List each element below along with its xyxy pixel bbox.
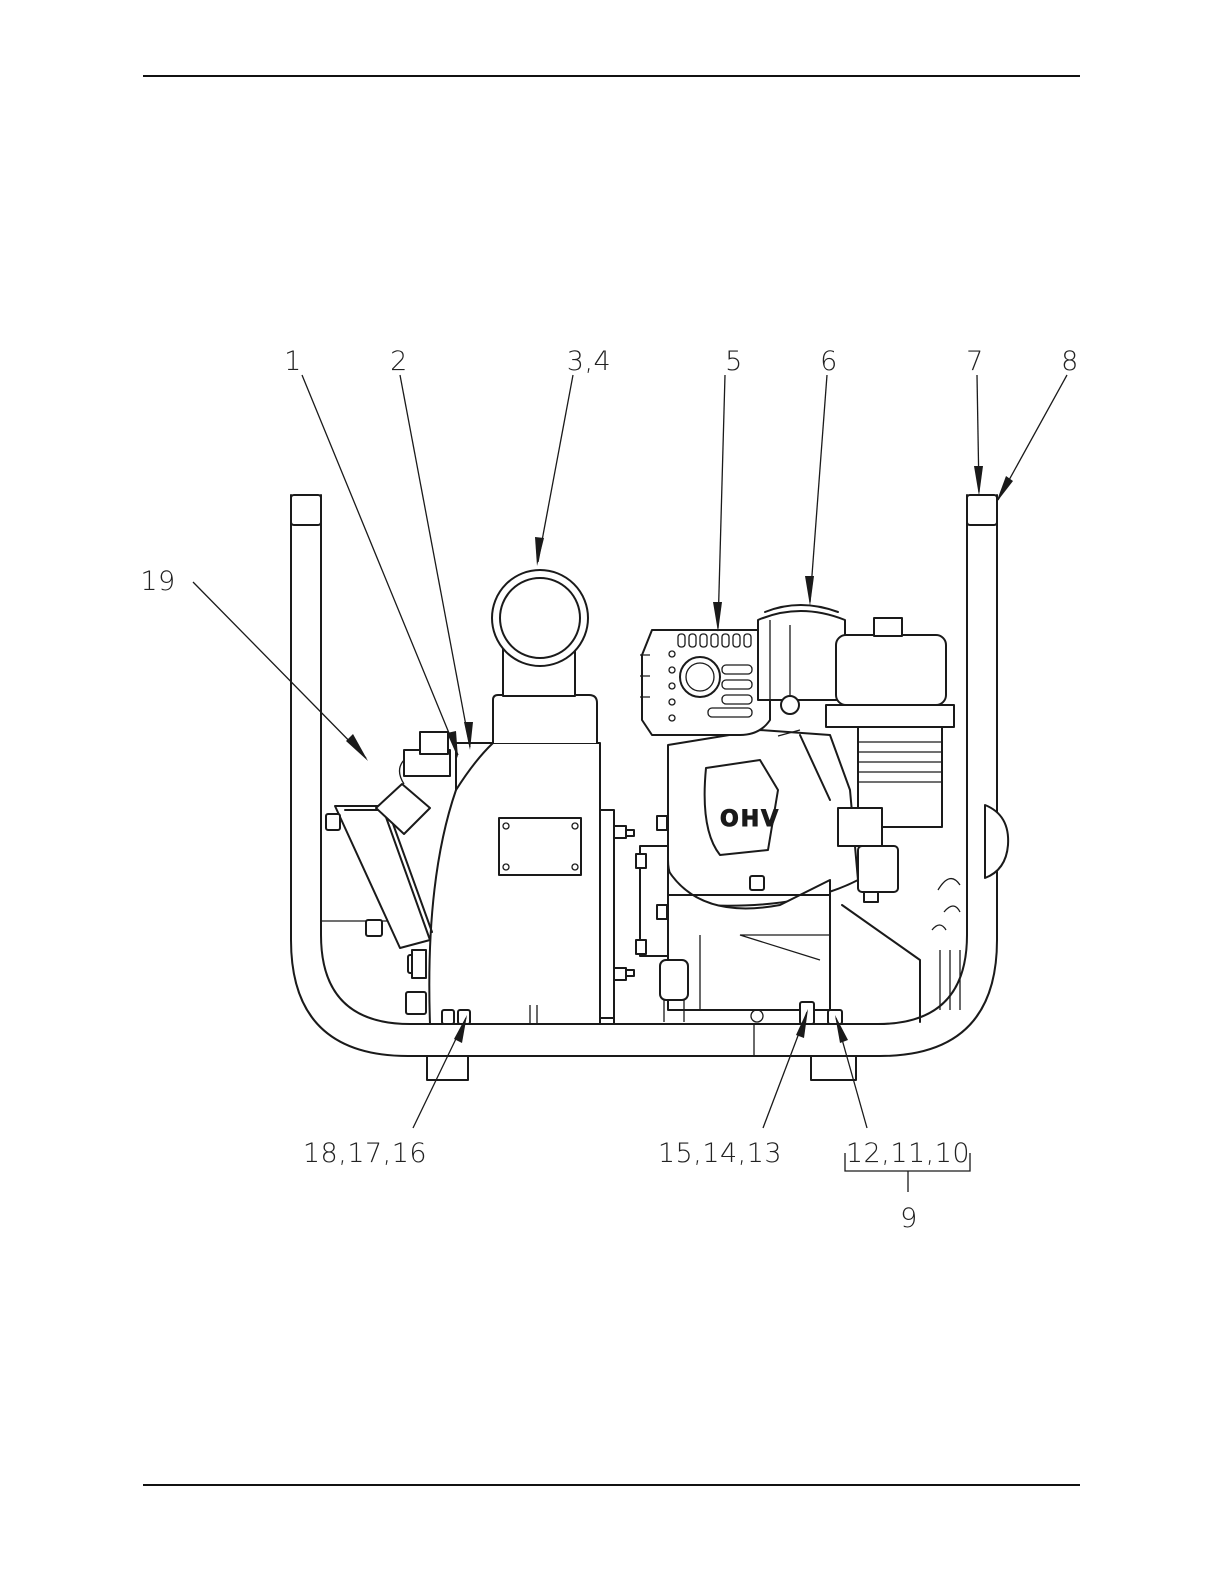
- frame-feet: [427, 1056, 856, 1080]
- callout-3-4: 3,4: [567, 346, 611, 377]
- callout-5: 5: [725, 346, 743, 377]
- callout-12-11-10: 12,11,10: [846, 1138, 970, 1169]
- callout-19: 19: [140, 566, 175, 597]
- air-cleaner: [758, 605, 845, 700]
- callout-1: 1: [284, 346, 302, 377]
- callout-18-17-16: 18,17,16: [303, 1138, 427, 1169]
- callout-2: 2: [390, 346, 408, 377]
- callout-6: 6: [820, 346, 838, 377]
- pump-flange: [600, 810, 668, 1020]
- fuel-tank: [640, 630, 770, 735]
- suction-cover: [326, 806, 432, 1014]
- discharge-port: [492, 570, 588, 696]
- engine-badge: OHV: [720, 807, 780, 832]
- engine-block: OHV: [660, 730, 858, 1022]
- callout-7: 7: [966, 346, 984, 377]
- callout-9: 9: [900, 1203, 918, 1234]
- callout-8: 8: [1061, 346, 1079, 377]
- callout-15-14-13: 15,14,13: [658, 1138, 782, 1169]
- priming-plug-tag: [376, 732, 450, 834]
